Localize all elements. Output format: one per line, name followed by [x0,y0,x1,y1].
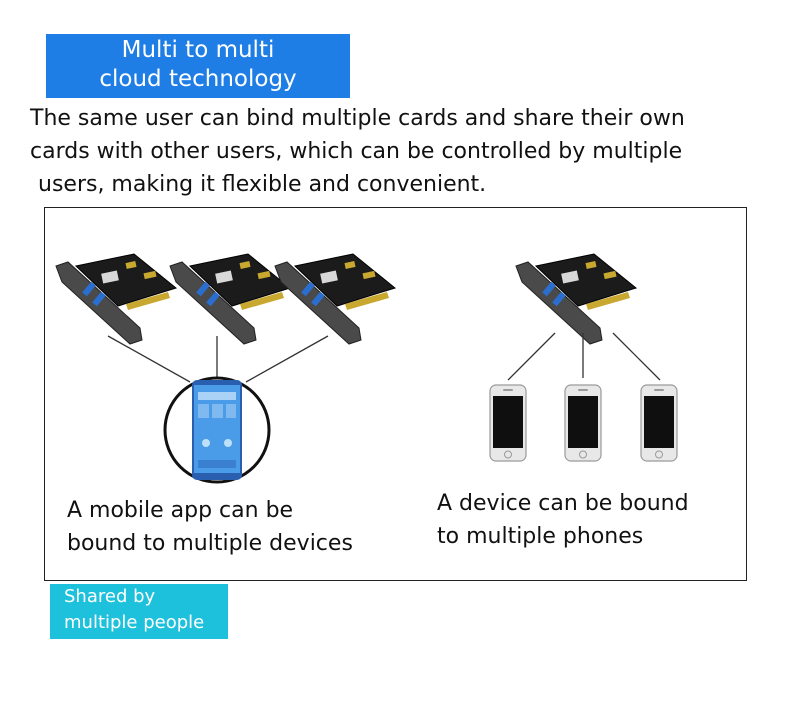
title-line-2: cloud technology [99,66,297,92]
connector-line [245,335,329,383]
pcie-card-1 [55,253,177,345]
left-caption-line-2: bound to multiple devices [67,531,353,556]
description-line-2: cards with other users, which can be con… [30,139,683,164]
left-caption-line-1: A mobile app can be [67,498,294,523]
pcie-card-single [515,253,637,345]
phone-1 [489,384,527,462]
shared-label-line-1: Shared by [64,586,156,607]
diagram-frame [44,207,747,581]
connector-line [612,332,661,381]
pcie-card-3 [274,253,396,345]
connector-line [107,335,191,383]
phone-2 [564,384,602,462]
title-line-1: Multi to multi [121,37,275,63]
description: The same user can bind multiple cards an… [30,102,780,201]
phone-3 [640,384,678,462]
shared-label: Shared by multiple people [50,584,228,639]
shared-label-line-2: multiple people [64,612,205,633]
pcie-card-2 [169,253,291,345]
left-caption: A mobile app can be bound to multiple de… [67,494,353,560]
right-caption: A device can be bound to multiple phones [437,487,689,553]
right-caption-line-2: to multiple phones [437,524,644,549]
description-line-3: users, making it flexible and convenient… [38,172,487,197]
description-line-1: The same user can bind multiple cards an… [30,106,685,131]
right-caption-line-1: A device can be bound [437,491,689,516]
app-phone-icon [192,380,242,480]
title-banner: Multi to multi cloud technology [46,34,350,98]
connector-line [507,332,556,381]
